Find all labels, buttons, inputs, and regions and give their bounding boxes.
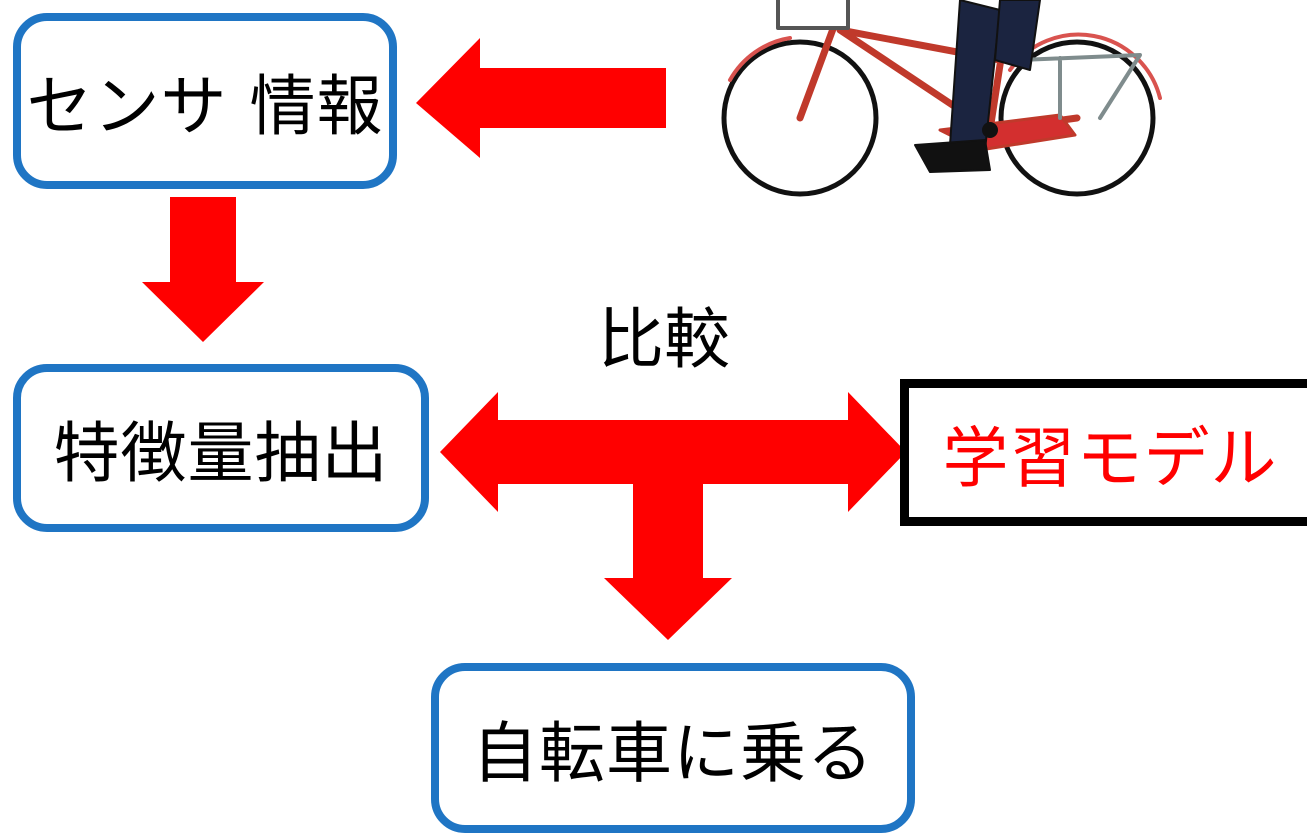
learning-model-node: 学習モデル <box>900 379 1307 526</box>
compare-label: 比較 <box>598 301 730 378</box>
learning-model-label: 学習モデル <box>942 419 1278 497</box>
sensor-info-label: センサ 情報 <box>26 68 384 145</box>
arrow-sensor-to-feature <box>142 197 264 342</box>
bicycle-rider-icon <box>721 0 1162 197</box>
ride-bicycle-label: 自転車に乗る <box>472 715 874 792</box>
feature-extraction-label: 特徴量抽出 <box>53 415 389 492</box>
feature-extraction-node: 特徴量抽出 <box>13 364 429 532</box>
compare-arrow <box>440 392 906 640</box>
sensor-info-node: センサ 情報 <box>13 13 397 189</box>
ride-bicycle-node: 自転車に乗る <box>431 663 915 833</box>
arrow-bicycle-to-sensor <box>416 38 666 158</box>
